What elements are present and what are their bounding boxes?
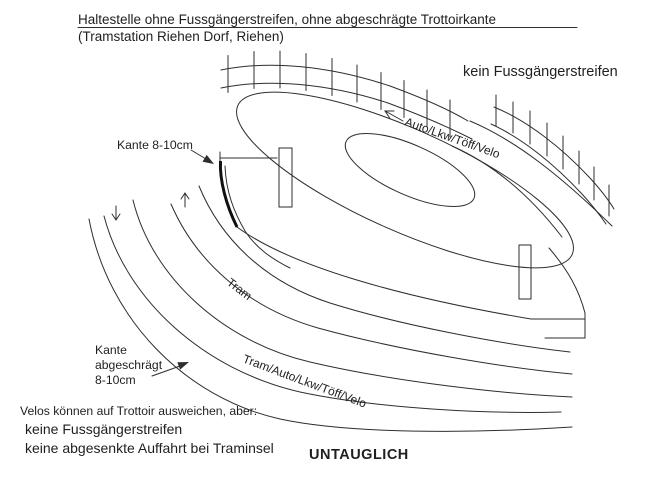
road-lane-arcs bbox=[88, 185, 573, 432]
arrow-down-icon bbox=[111, 205, 121, 221]
notes-block: Velos können auf Trottoir ausweichen, ab… bbox=[20, 404, 274, 456]
island-right-end bbox=[544, 247, 586, 339]
lane-arc bbox=[132, 199, 573, 398]
kante-bottom-line3: 8-10cm bbox=[95, 373, 136, 387]
road-edge-right-outer bbox=[469, 120, 613, 227]
note-line2: keine Fussgängerstreifen bbox=[25, 421, 182, 437]
top-lane-label: Auto/Lkw/Töff/Velo bbox=[403, 115, 502, 162]
island-curb-inner-line bbox=[224, 165, 291, 269]
arrow-left-traffic-icon bbox=[384, 110, 404, 122]
railing-posts bbox=[495, 94, 610, 217]
diagram-subtitle: (Tramstation Riehen Dorf, Riehen) bbox=[78, 29, 284, 44]
tram-lane-label: Tram bbox=[224, 275, 254, 303]
lane-arc bbox=[88, 218, 573, 432]
kante-top-label: Kante 8-10cm bbox=[117, 138, 193, 152]
lane-arc bbox=[170, 203, 573, 375]
island-pillar bbox=[278, 147, 293, 208]
kante-top-arrow-icon bbox=[190, 149, 214, 164]
island-pillar bbox=[518, 244, 532, 300]
no-crosswalk-label: kein Fussgängerstreifen bbox=[463, 64, 618, 80]
island-outer-ellipse bbox=[236, 91, 574, 269]
railing-top-right bbox=[490, 94, 615, 225]
railing-rail bbox=[220, 82, 473, 140]
kante-bottom-line2: abgeschrägt bbox=[95, 358, 163, 372]
kante-bottom-line1: Kante bbox=[95, 343, 127, 357]
railing-posts bbox=[227, 50, 451, 138]
kante-bottom-arrow-icon bbox=[151, 362, 189, 377]
railing-rail bbox=[490, 123, 607, 225]
island-bottom-edge bbox=[236, 226, 586, 320]
kante-bottom-label: Kante abgeschrägt 8-10cm bbox=[95, 343, 163, 387]
island-curb-bold-edge bbox=[218, 160, 239, 228]
railing-rail bbox=[220, 64, 469, 122]
railing-rail bbox=[493, 106, 615, 210]
arrow-up-icon bbox=[180, 192, 190, 208]
tram-island bbox=[218, 91, 586, 339]
diagram-title: Haltestelle ohne Fussgängerstreifen, ohn… bbox=[78, 12, 496, 27]
railing-top-left bbox=[220, 50, 473, 140]
lane-arc bbox=[103, 215, 562, 413]
lane-arc bbox=[198, 185, 571, 353]
note-line3: keine abgesenkte Auffahrt bei Traminsel bbox=[25, 440, 274, 456]
verdict-label: UNTAUGLICH bbox=[309, 447, 409, 463]
island-inner-ellipse bbox=[344, 133, 476, 207]
note-line1: Velos können auf Trottoir ausweichen, ab… bbox=[20, 404, 257, 418]
